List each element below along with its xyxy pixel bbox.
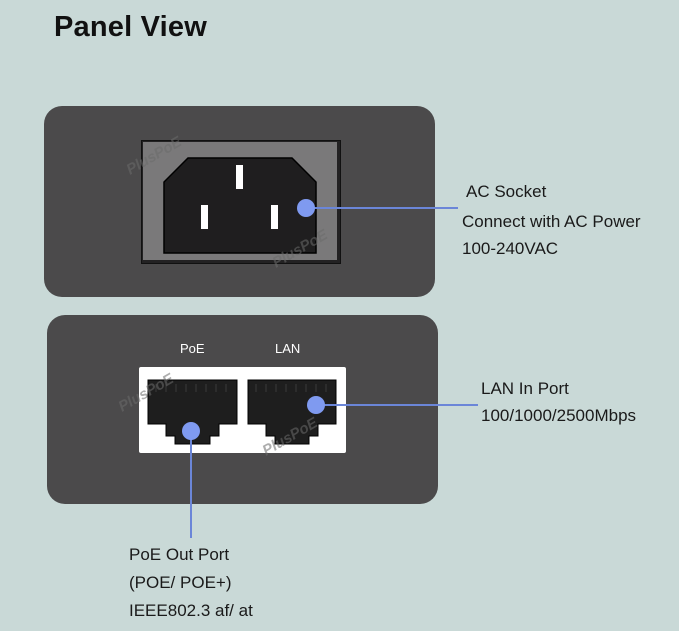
ac-callout-dot: [297, 199, 315, 217]
poe-callout-standard: (POE/ POE+): [129, 573, 232, 592]
ac-callout-title: AC Socket: [466, 182, 547, 201]
ac-callout-voltage: 100-240VAC: [462, 239, 559, 258]
poe-callout-ieee: IEEE802.3 af/ at: [129, 601, 253, 620]
poe-port-label: PoE: [180, 341, 205, 356]
ac-pin-right: [271, 205, 278, 229]
lan-callout-speed: 100/1000/2500Mbps: [481, 406, 637, 425]
lan-callout-dot: [307, 396, 325, 414]
poe-callout-title: PoE Out Port: [129, 545, 230, 564]
ac-socket-inlet: [163, 157, 317, 254]
ac-pin-left: [201, 205, 208, 229]
ac-pin-earth: [236, 165, 243, 189]
lan-rj45-port: [247, 379, 337, 445]
poe-callout-dot: [182, 422, 200, 440]
ac-callout-desc: Connect with AC Power: [462, 212, 641, 231]
page-title: Panel View: [54, 11, 207, 43]
lan-callout-title: LAN In Port: [481, 379, 569, 398]
lan-port-label: LAN: [275, 341, 301, 356]
poe-rj45-port: [147, 379, 238, 445]
